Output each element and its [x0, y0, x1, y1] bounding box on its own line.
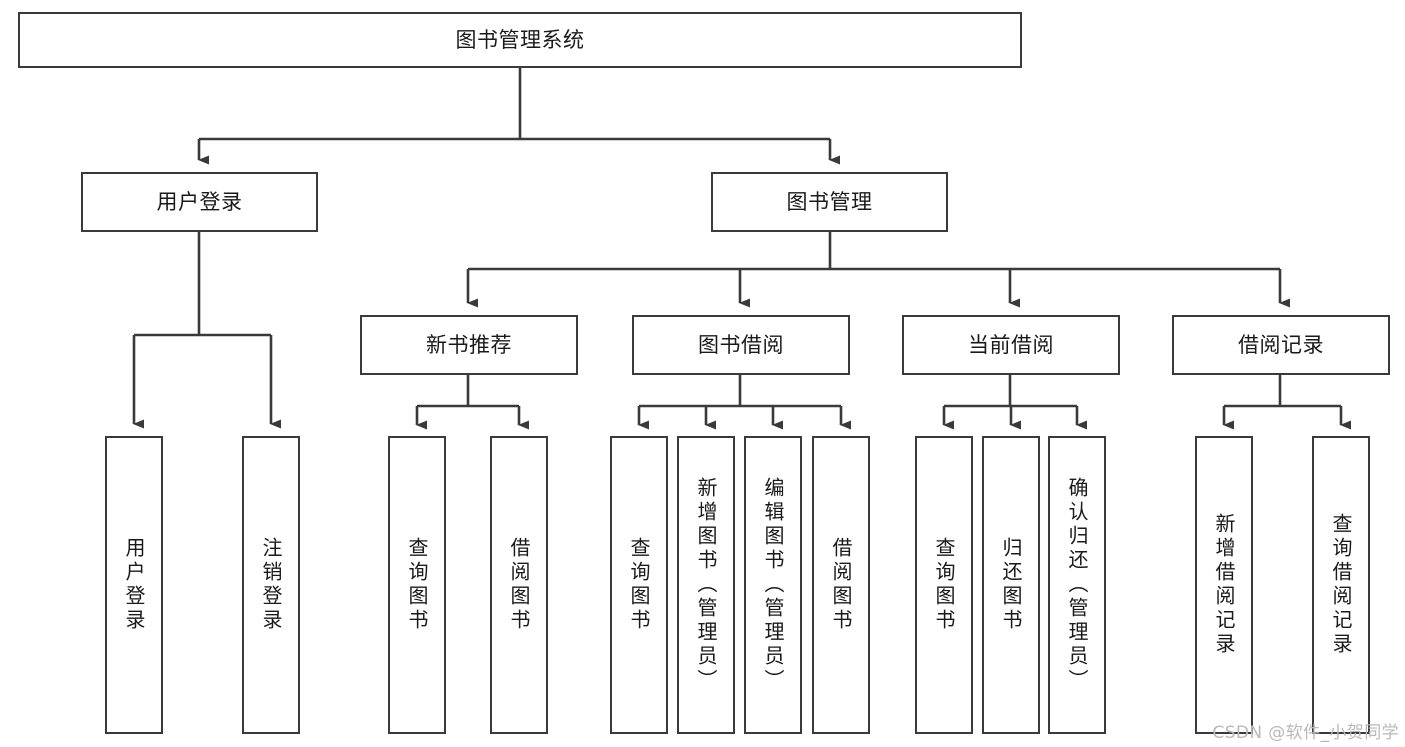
node-current-borrow[interactable]: 当前借阅 — [902, 315, 1120, 375]
node-label: 借阅图书 — [507, 537, 531, 633]
node-label: 编辑图书（管理员） — [761, 477, 785, 693]
node-leaf-query-record[interactable]: 查询借阅记录 — [1312, 436, 1370, 734]
node-borrow-record[interactable]: 借阅记录 — [1172, 315, 1390, 375]
node-label: 用户登录 — [156, 189, 243, 214]
node-label: 查询图书 — [405, 537, 429, 633]
node-label: 新增借阅记录 — [1212, 513, 1236, 657]
node-label: 当前借阅 — [968, 332, 1054, 357]
node-label: 图书借阅 — [698, 332, 784, 357]
node-leaf-query-book-1[interactable]: 查询图书 — [388, 436, 446, 734]
node-label: 新书推荐 — [426, 332, 512, 357]
node-user-login[interactable]: 用户登录 — [81, 172, 318, 232]
node-leaf-query-book-2[interactable]: 查询图书 — [610, 436, 668, 734]
node-book-borrow[interactable]: 图书借阅 — [632, 315, 850, 375]
node-label: 查询图书 — [932, 537, 956, 633]
node-leaf-borrow-book-1[interactable]: 借阅图书 — [490, 436, 548, 734]
node-leaf-add-book[interactable]: 新增图书（管理员） — [677, 436, 735, 734]
node-leaf-add-record[interactable]: 新增借阅记录 — [1195, 436, 1253, 734]
node-label: 归还图书 — [999, 537, 1023, 633]
node-label: 图书管理系统 — [455, 27, 585, 52]
node-label: 用户登录 — [122, 537, 146, 633]
node-leaf-query-book-3[interactable]: 查询图书 — [915, 436, 973, 734]
node-new-book-recommend[interactable]: 新书推荐 — [360, 315, 578, 375]
node-label: 查询图书 — [627, 537, 651, 633]
node-label: 查询借阅记录 — [1329, 513, 1353, 657]
node-label: 新增图书（管理员） — [694, 477, 718, 693]
node-book-management-system[interactable]: 图书管理系统 — [18, 12, 1022, 68]
node-label: 图书管理 — [786, 189, 873, 214]
node-leaf-return-book[interactable]: 归还图书 — [982, 436, 1040, 734]
node-label: 注销登录 — [259, 537, 283, 633]
node-label: 确认归还（管理员） — [1065, 477, 1089, 693]
node-leaf-user-login[interactable]: 用户登录 — [105, 436, 163, 734]
node-leaf-logout-login[interactable]: 注销登录 — [242, 436, 300, 734]
node-label: 借阅图书 — [829, 537, 853, 633]
node-leaf-borrow-book-2[interactable]: 借阅图书 — [812, 436, 870, 734]
node-book-management[interactable]: 图书管理 — [711, 172, 948, 232]
watermark: CSDN @软件_小贺同学 — [1212, 723, 1399, 743]
node-label: 借阅记录 — [1238, 332, 1324, 357]
node-leaf-confirm-return[interactable]: 确认归还（管理员） — [1048, 436, 1106, 734]
node-leaf-edit-book[interactable]: 编辑图书（管理员） — [744, 436, 802, 734]
